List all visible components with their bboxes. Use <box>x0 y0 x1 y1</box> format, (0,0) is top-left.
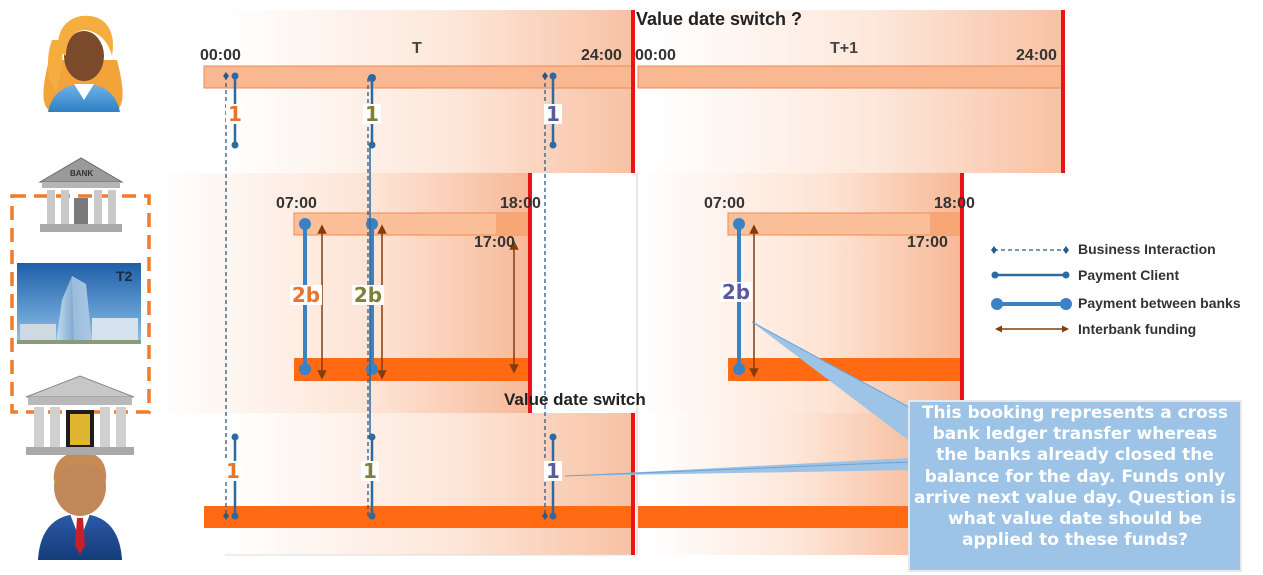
time-end-t1: 24:00 <box>1016 47 1057 64</box>
bank-close-t1: 18:00 <box>934 195 975 212</box>
payer-woman-icon <box>43 15 123 112</box>
bank-building-icon-bottom <box>25 375 135 455</box>
time-start-t1: 00:00 <box>635 47 676 64</box>
panel-day-t-beneficiary <box>225 413 633 555</box>
legend-payment-client: Payment Client <box>1078 267 1180 283</box>
callout-box <box>908 400 1242 572</box>
step-1-beneficiary-b: 1 <box>361 461 379 481</box>
step-2b-b: 2b <box>352 283 384 307</box>
t2-settlement-bar-t1 <box>728 358 962 381</box>
timeline-bar-t <box>203 65 633 89</box>
bank-building-icon-top <box>38 157 124 232</box>
bank-window-bar-t <box>293 212 529 236</box>
day-label-t1: T+1 <box>830 40 859 57</box>
bank-window-bar-t1 <box>727 212 962 236</box>
step-1-payer-c: 1 <box>544 104 562 124</box>
bank-sign-label: BANK <box>70 169 94 178</box>
timeline-bar-t1 <box>637 65 1064 89</box>
step-1-beneficiary-a: 1 <box>224 461 242 481</box>
bank-cutoff-t: 17:00 <box>474 234 515 251</box>
legend <box>991 246 1072 333</box>
t2-settlement-bar-t <box>294 358 528 381</box>
panel-day-t-customer <box>225 10 633 173</box>
value-date-switch-question: Value date switch ? <box>636 9 803 29</box>
callout-text: This booking represents a cross bank led… <box>914 403 1236 551</box>
bank-close-t: 18:00 <box>500 195 541 212</box>
legend-business-interaction: Business Interaction <box>1078 241 1216 257</box>
beneficiary-bar-t <box>204 506 632 528</box>
bank-open-t: 07:00 <box>276 195 317 212</box>
time-end-t: 24:00 <box>581 47 622 64</box>
step-1-payer-a: 1 <box>226 104 244 124</box>
beneficiary-bar-t1 <box>638 506 911 528</box>
step-2b-a: 2b <box>290 283 322 307</box>
callout-pointer-upper <box>752 322 918 440</box>
t2-label: T2 <box>116 268 133 284</box>
step-1-payer-b: 1 <box>363 104 381 124</box>
value-date-switch-label: Value date switch <box>504 390 646 409</box>
time-start-t: 00:00 <box>200 47 241 64</box>
legend-payment-between-banks: Payment between banks <box>1078 295 1241 311</box>
bank-cutoff-segment-t <box>496 213 528 235</box>
step-2b-c: 2b <box>720 280 752 304</box>
panel-day-t1-beneficiary <box>651 413 911 555</box>
bank-open-t1: 07:00 <box>704 195 745 212</box>
legend-interbank-funding: Interbank funding <box>1078 321 1197 337</box>
step-1-beneficiary-c: 1 <box>544 461 562 481</box>
bank-cutoff-segment-t1 <box>930 213 961 235</box>
t2-building-image <box>17 263 141 344</box>
panel-day-t1-customer <box>651 10 1063 173</box>
day-label-t: T <box>412 40 422 57</box>
bank-cutoff-t1: 17:00 <box>907 234 948 251</box>
beneficiary-man-icon <box>38 452 122 560</box>
callout-pointer-lower <box>565 458 910 476</box>
